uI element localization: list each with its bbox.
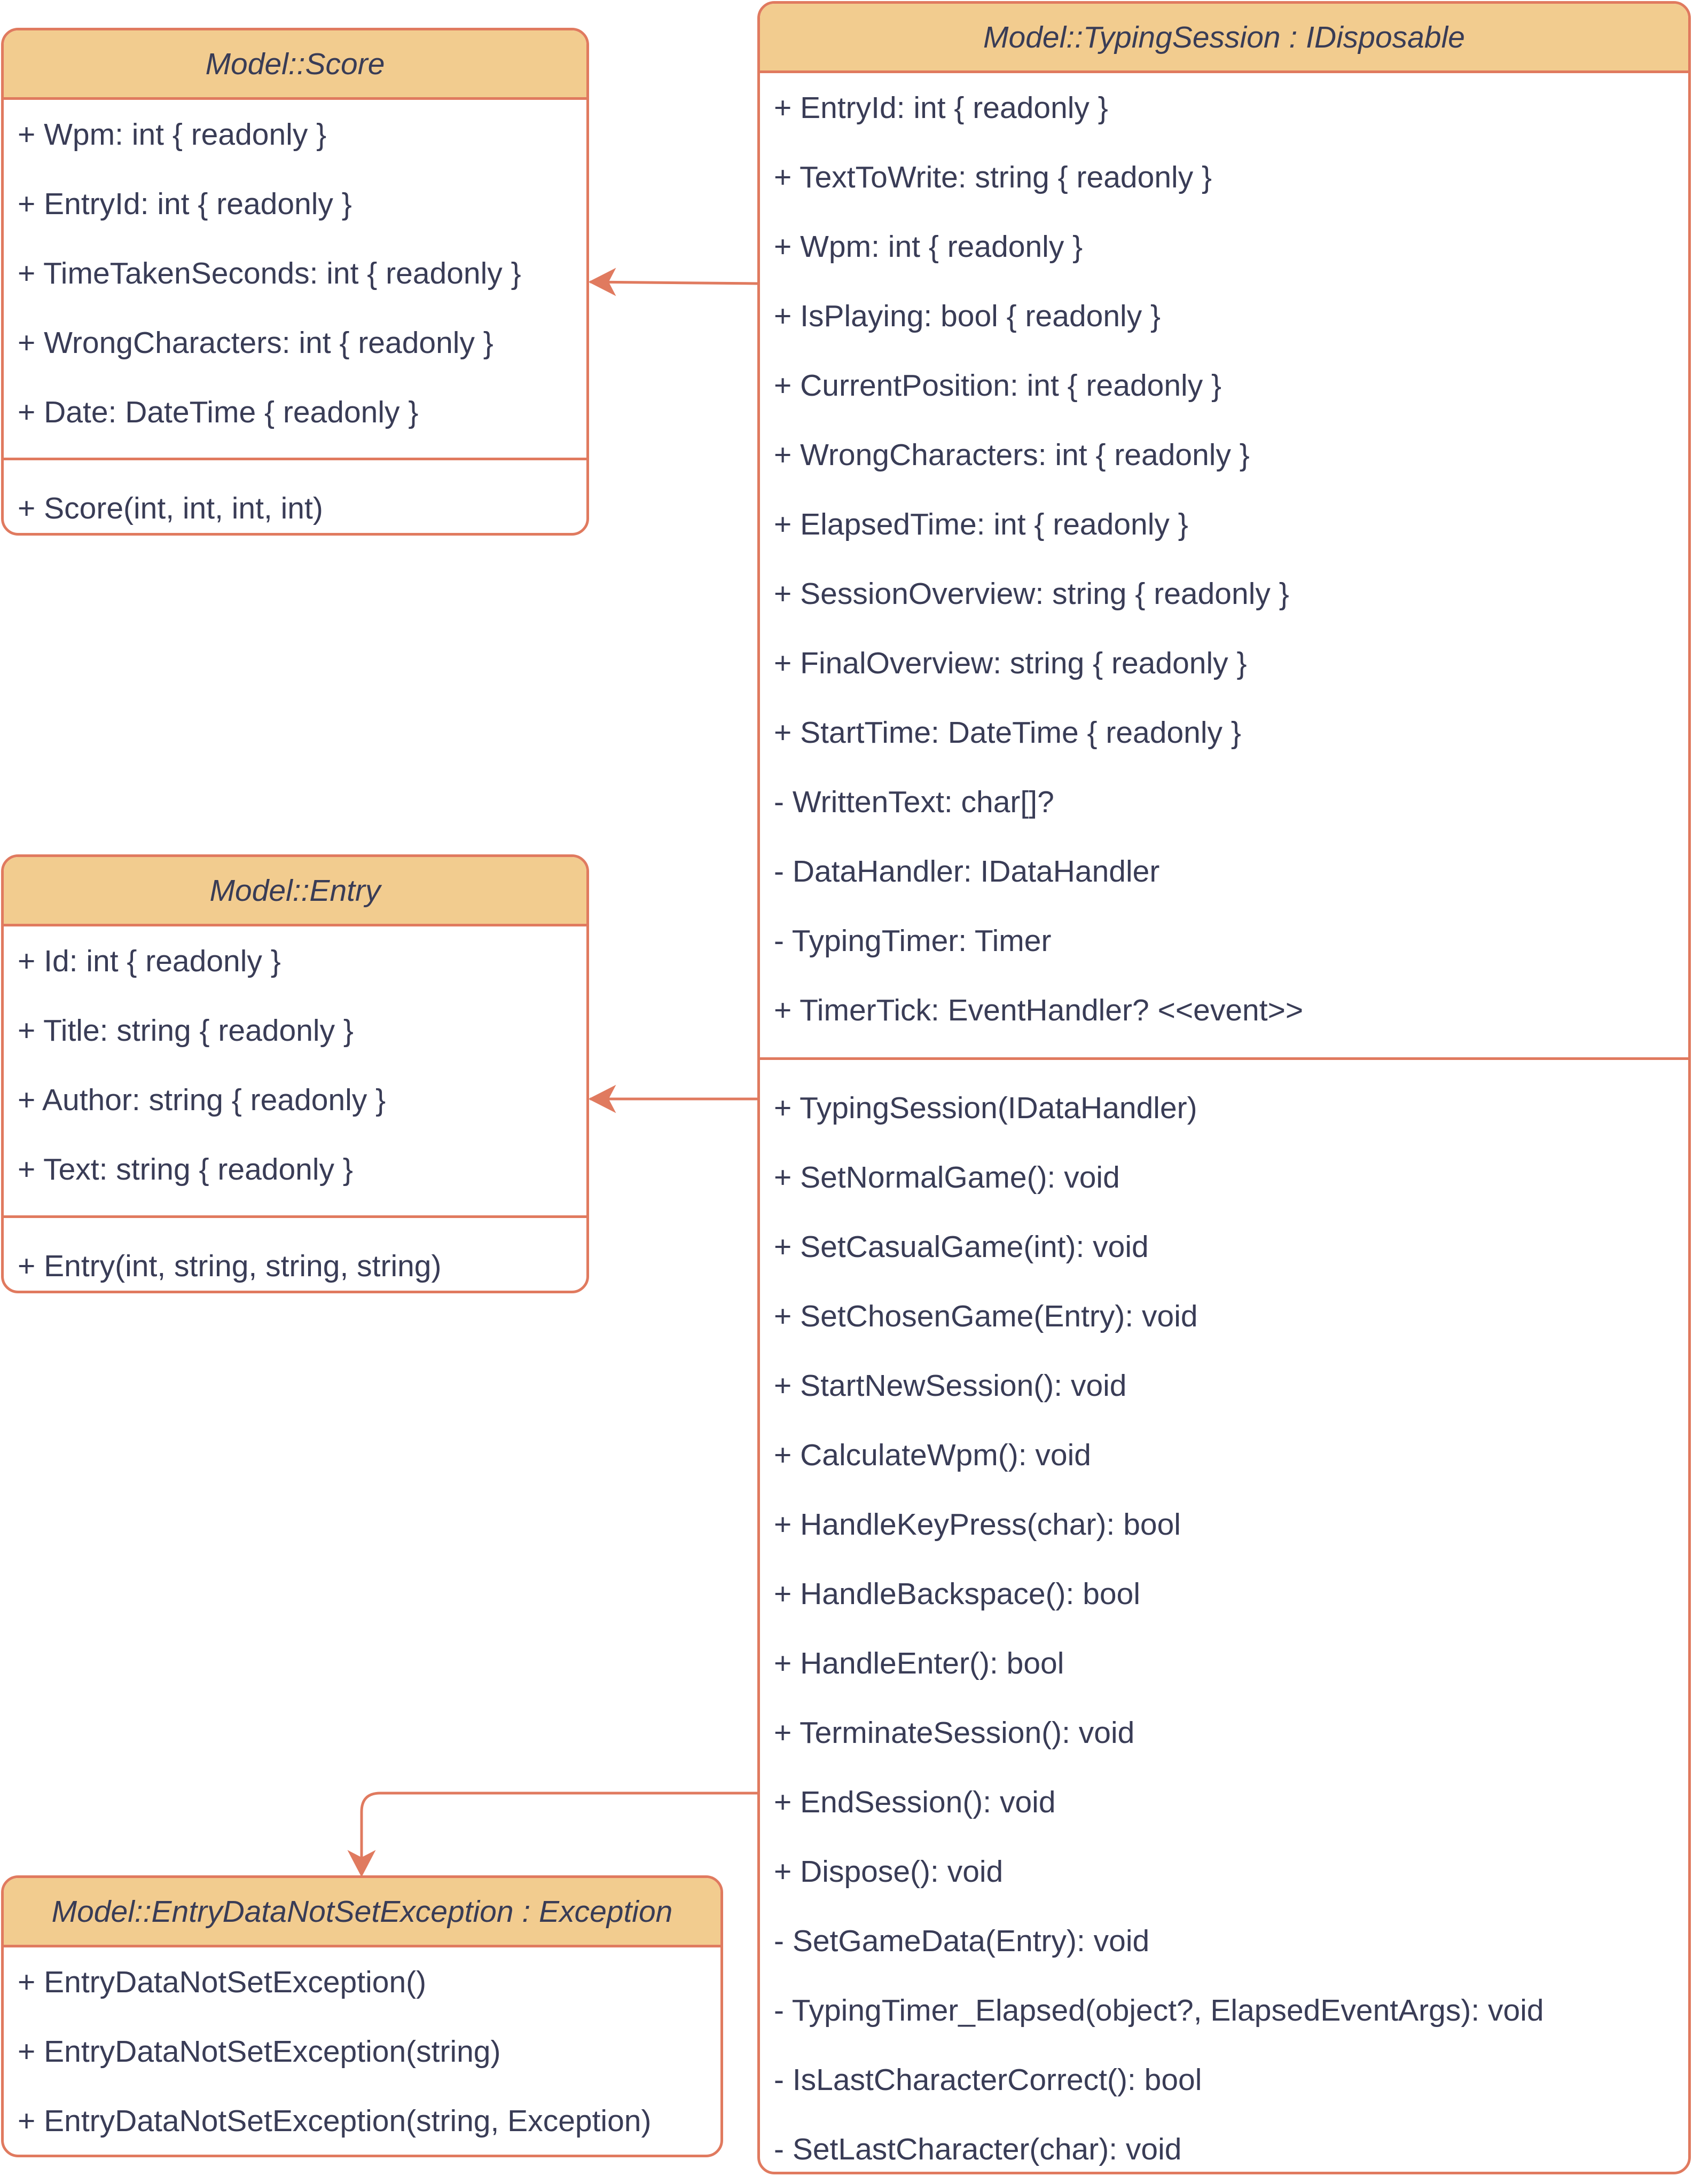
class-typing-session-header: Model::TypingSession : IDisposable bbox=[760, 4, 1688, 73]
score-method: + Score(int, int, int, int) bbox=[18, 491, 323, 525]
class-typing-session-attributes: + EntryId: int { readonly } + TextToWrit… bbox=[760, 73, 1688, 1057]
class-typing-session-methods: + TypingSession(IDataHandler) + SetNorma… bbox=[760, 1057, 1688, 2172]
association-session-to-exception bbox=[360, 1792, 757, 1864]
session-method: + SetNormalGame(): void bbox=[774, 1160, 1120, 1195]
session-method: - SetGameData(Entry): void bbox=[774, 1924, 1150, 1958]
session-attribute: + StartTime: DateTime { readonly } bbox=[774, 716, 1241, 750]
arrowhead-exception bbox=[347, 1850, 376, 1877]
session-method: - SetLastCharacter(char): void bbox=[774, 2132, 1182, 2166]
session-method: + Dispose(): void bbox=[774, 1855, 1004, 1889]
session-attribute: + ElapsedTime: int { readonly } bbox=[774, 507, 1188, 541]
arrowhead-score bbox=[588, 268, 616, 296]
session-attribute: - TypingTimer: Timer bbox=[774, 924, 1052, 958]
entry-attribute: + Id: int { readonly } bbox=[18, 944, 281, 978]
session-method: + EndSession(): void bbox=[774, 1785, 1056, 1819]
class-entry-data-not-set-exception[interactable]: Model::EntryDataNotSetException : Except… bbox=[1, 1875, 723, 2157]
class-entry-methods: + Entry(int, string, string, string) bbox=[4, 1215, 586, 1291]
session-method: + TerminateSession(): void bbox=[774, 1716, 1135, 1750]
entry-attribute: + Text: string { readonly } bbox=[18, 1152, 353, 1187]
class-typing-session-title: Model::TypingSession : IDisposable bbox=[983, 20, 1465, 54]
score-attribute: + Date: DateTime { readonly } bbox=[18, 395, 419, 429]
session-attribute: + IsPlaying: bool { readonly } bbox=[774, 299, 1161, 333]
class-score-title: Model::Score bbox=[205, 46, 385, 81]
entry-method: + Entry(int, string, string, string) bbox=[18, 1249, 442, 1283]
class-entry-title: Model::Entry bbox=[209, 873, 381, 908]
score-attribute: + WrongCharacters: int { readonly } bbox=[18, 326, 493, 360]
entry-attribute: + Author: string { readonly } bbox=[18, 1083, 386, 1117]
session-attribute: - WrittenText: char[]? bbox=[774, 785, 1054, 819]
association-session-to-score bbox=[590, 280, 758, 285]
arrowhead-entry bbox=[588, 1085, 616, 1113]
session-method: + HandleBackspace(): bool bbox=[774, 1577, 1140, 1611]
class-exception-header: Model::EntryDataNotSetException : Except… bbox=[4, 1878, 720, 1947]
session-method: - TypingTimer_Elapsed(object?, ElapsedEv… bbox=[774, 1993, 1544, 2028]
session-method: + HandleKeyPress(char): bool bbox=[774, 1507, 1181, 1542]
session-attribute: - DataHandler: IDataHandler bbox=[774, 854, 1160, 889]
session-attribute: + EntryId: int { readonly } bbox=[774, 91, 1108, 125]
exception-method: + EntryDataNotSetException(string) bbox=[18, 2034, 501, 2069]
class-score[interactable]: Model::Score + Wpm: int { readonly } + E… bbox=[1, 28, 589, 536]
session-attribute: + SessionOverview: string { readonly } bbox=[774, 577, 1289, 611]
session-attribute: + TextToWrite: string { readonly } bbox=[774, 160, 1212, 194]
score-attribute: + TimeTakenSeconds: int { readonly } bbox=[18, 256, 521, 290]
class-typing-session[interactable]: Model::TypingSession : IDisposable + Ent… bbox=[757, 1, 1691, 2174]
class-exception-methods: + EntryDataNotSetException() + EntryData… bbox=[4, 1947, 720, 2155]
session-method: + SetCasualGame(int): void bbox=[774, 1230, 1149, 1264]
session-method: - IsLastCharacterCorrect(): bool bbox=[774, 2063, 1202, 2097]
session-method: + HandleEnter(): bool bbox=[774, 1646, 1064, 1680]
exception-method: + EntryDataNotSetException(string, Excep… bbox=[18, 2104, 652, 2138]
class-exception-title: Model::EntryDataNotSetException : Except… bbox=[51, 1894, 673, 1929]
session-method: + StartNewSession(): void bbox=[774, 1369, 1127, 1403]
session-attribute: + CurrentPosition: int { readonly } bbox=[774, 368, 1222, 403]
session-attribute: + WrongCharacters: int { readonly } bbox=[774, 438, 1250, 472]
entry-attribute: + Title: string { readonly } bbox=[18, 1014, 354, 1048]
class-score-attributes: + Wpm: int { readonly } + EntryId: int {… bbox=[4, 100, 586, 458]
score-attribute: + Wpm: int { readonly } bbox=[18, 117, 327, 152]
class-score-methods: + Score(int, int, int, int) bbox=[4, 458, 586, 533]
class-entry-header: Model::Entry bbox=[4, 857, 586, 926]
session-method: + TypingSession(IDataHandler) bbox=[774, 1091, 1197, 1125]
session-attribute: + Wpm: int { readonly } bbox=[774, 230, 1083, 264]
exception-method: + EntryDataNotSetException() bbox=[18, 1965, 427, 1999]
class-entry[interactable]: Model::Entry + Id: int { readonly } + Ti… bbox=[1, 854, 589, 1293]
session-method: + SetChosenGame(Entry): void bbox=[774, 1299, 1198, 1333]
session-attribute: + FinalOverview: string { readonly } bbox=[774, 646, 1247, 680]
score-attribute: + EntryId: int { readonly } bbox=[18, 187, 352, 221]
class-score-header: Model::Score bbox=[4, 30, 586, 100]
session-method: + CalculateWpm(): void bbox=[774, 1438, 1091, 1472]
session-attribute: + TimerTick: EventHandler? <<event>> bbox=[774, 993, 1304, 1027]
class-entry-attributes: + Id: int { readonly } + Title: string {… bbox=[4, 926, 586, 1215]
